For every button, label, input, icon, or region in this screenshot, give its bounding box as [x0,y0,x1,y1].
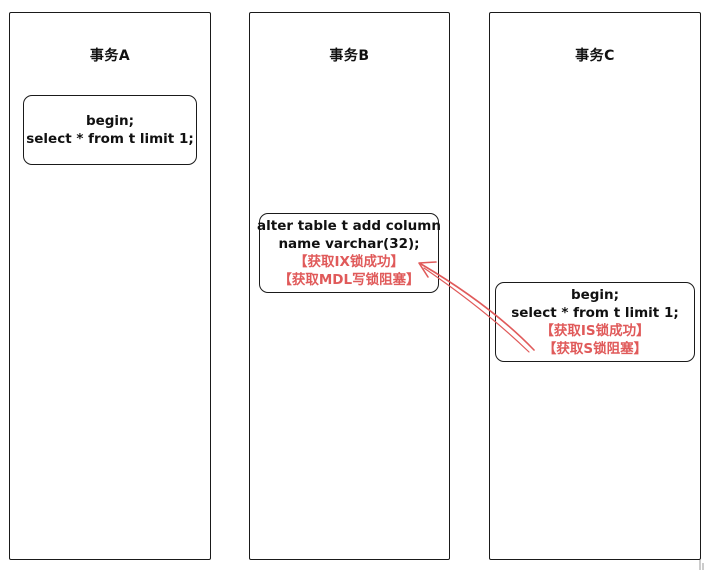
transaction-c-lane: 事务C begin; select * from t limit 1; 【获取I… [489,12,701,560]
transaction-a-lane: 事务A begin; select * from t limit 1; [9,12,211,560]
transaction-b-status-ix-success: 【获取IX锁成功】 [294,254,404,270]
transaction-b-title: 事务B [329,48,370,64]
transaction-b-lane: 事务B alter table t add column name varcha… [249,12,450,560]
transaction-b-line-alter: alter table t add column [257,218,441,234]
transaction-a-line-select: select * from t limit 1; [26,131,194,147]
transaction-c-status-s-blocked: 【获取S锁阻塞】 [542,341,648,357]
transaction-c-line-begin: begin; [570,287,620,303]
transaction-b-line-column: name varchar(32); [278,236,420,252]
transaction-b-status-mdl-blocked: 【获取MDL写锁阻塞】 [278,272,420,288]
transaction-b-statement-box: alter table t add column name varchar(32… [257,213,441,293]
transaction-a-statement-box: begin; select * from t limit 1; [23,95,197,165]
transaction-c-title: 事务C [575,48,615,64]
transaction-c-line-select: select * from t limit 1; [511,305,679,321]
transaction-a-line-begin: begin; [85,113,135,129]
transaction-c-status-is-success: 【获取IS锁成功】 [540,323,650,339]
transaction-a-title: 事务A [89,48,131,64]
resize-grip-icon[interactable] [698,558,706,572]
transaction-c-statement-box: begin; select * from t limit 1; 【获取IS锁成功… [495,282,695,362]
